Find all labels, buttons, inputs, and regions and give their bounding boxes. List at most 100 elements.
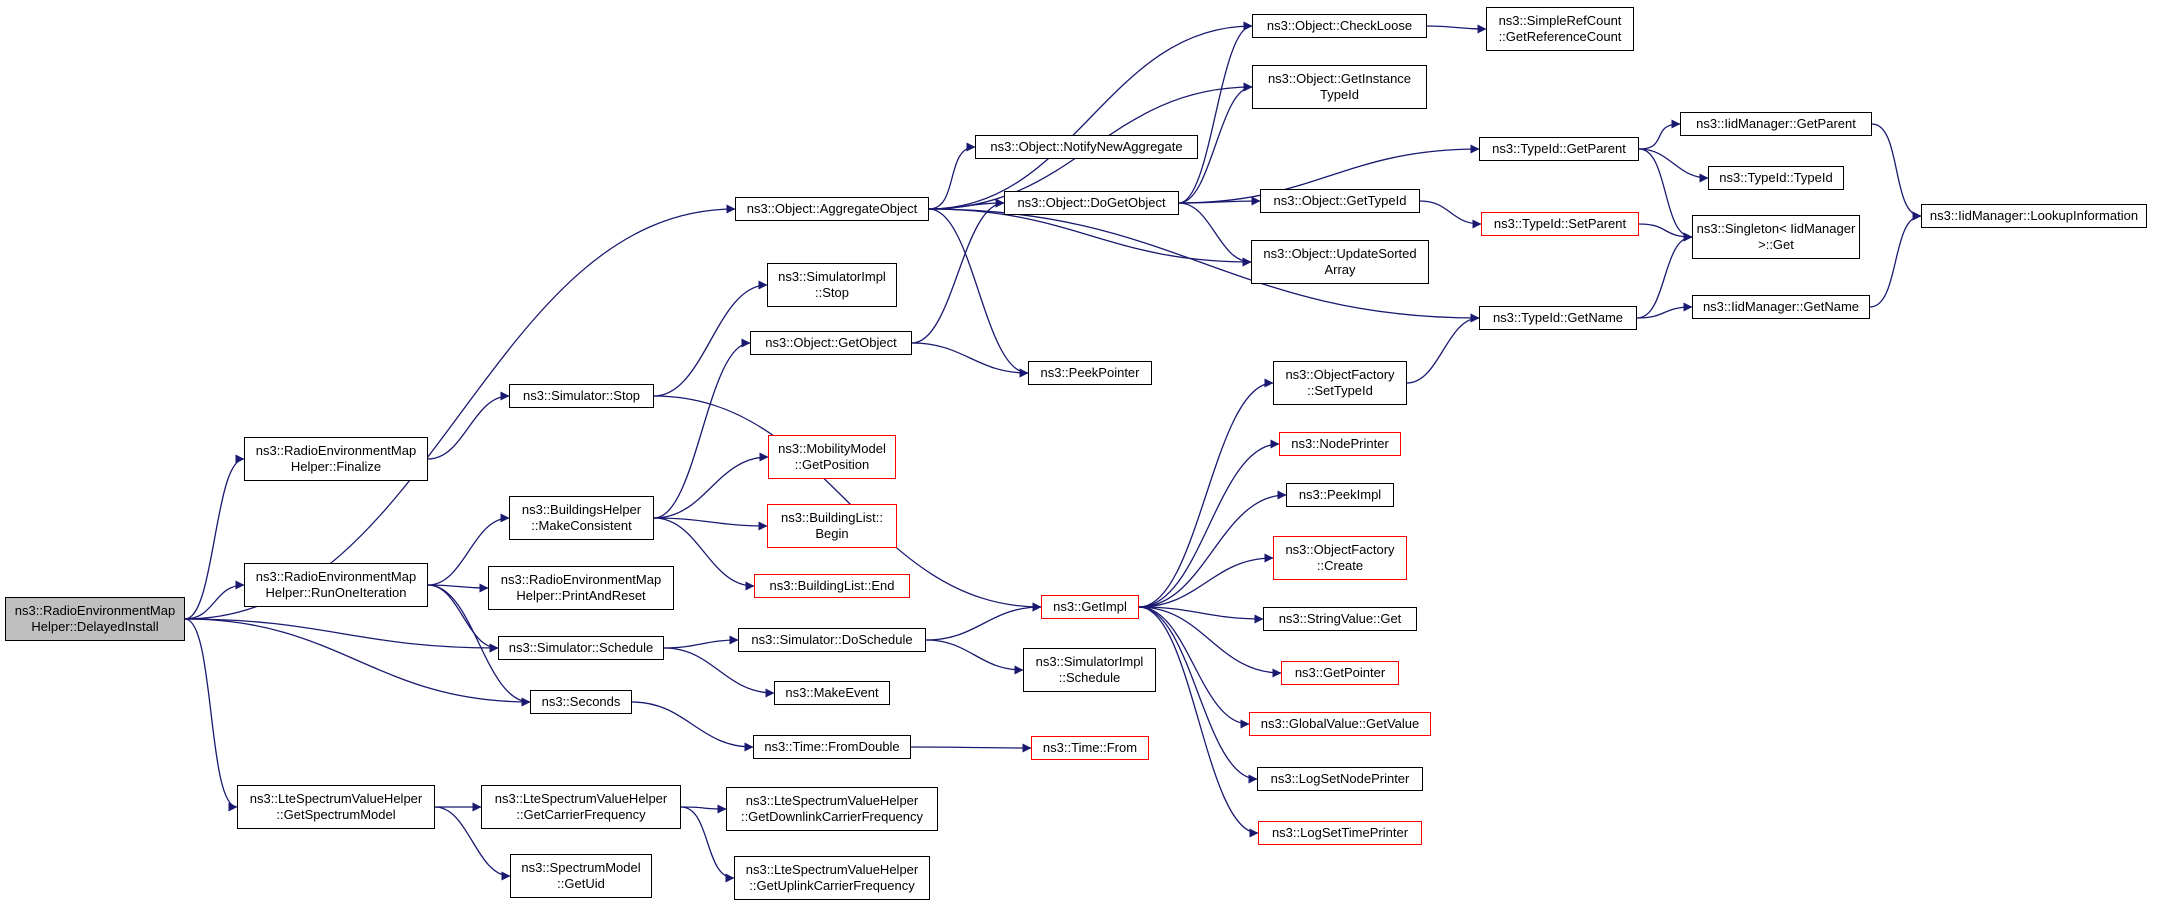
node-simulator-schedule[interactable]: ns3::Simulator::Schedule: [498, 636, 664, 660]
call-edge-make_consistent-to-buildinglist_begin: [653, 517, 768, 531]
node-simulator-stop[interactable]: ns3::Simulator::Stop: [509, 384, 654, 408]
node-label: ns3::Object::DoGetObject: [1017, 195, 1166, 210]
node-simulatorimpl-schedule[interactable]: ns3::SimulatorImpl ::Schedule: [1023, 648, 1156, 692]
call-edge-simulator_schedule-to-do_schedule: [663, 635, 739, 649]
node-notify-new-aggregate[interactable]: ns3::Object::NotifyNewAggregate: [975, 135, 1198, 159]
node-iidmanager-get-name[interactable]: ns3::IidManager::GetName: [1692, 295, 1870, 319]
call-edge-simulator_stop-to-get_impl: [653, 395, 1042, 612]
node-do-schedule[interactable]: ns3::Simulator::DoSchedule: [738, 628, 926, 652]
node-objectfactory-settypeid[interactable]: ns3::ObjectFactory ::SetTypeId: [1273, 361, 1407, 405]
node-stringvalue-get[interactable]: ns3::StringValue::Get: [1263, 607, 1417, 631]
node-label: ns3::BuildingsHelper: [521, 502, 642, 517]
node-label: ns3::Object::UpdateSorted: [1263, 246, 1417, 261]
node-label: ns3::Simulator::Schedule: [508, 640, 654, 655]
node-buildinglist-end[interactable]: ns3::BuildingList::End: [754, 574, 910, 598]
node-aggregate-object[interactable]: ns3::Object::AggregateObject: [735, 197, 929, 221]
node-label: ns3::Object::NotifyNewAggregate: [990, 139, 1183, 154]
node-typeid-get-name[interactable]: ns3::TypeId::GetName: [1479, 306, 1637, 330]
node-label: ns3::IidManager::LookupInformation: [1929, 208, 2139, 223]
node-check-loose[interactable]: ns3::Object::CheckLoose: [1252, 14, 1427, 38]
call-edge-aggregate_object-to-notify_new_aggregate: [928, 142, 976, 210]
call-edge-root-to-aggregate_object: [184, 204, 736, 620]
node-label: Helper::Finalize: [290, 459, 382, 474]
node-update-sorted-array[interactable]: ns3::Object::UpdateSorted Array: [1251, 240, 1429, 284]
node-time-from-double[interactable]: ns3::Time::FromDouble: [753, 735, 911, 759]
node-mobility-get-position[interactable]: ns3::MobilityModel ::GetPosition: [768, 435, 896, 479]
node-label: ::Schedule: [1058, 670, 1121, 685]
node-seconds[interactable]: ns3::Seconds: [530, 690, 632, 714]
node-label: ns3::Simulator::Stop: [522, 388, 641, 403]
node-label: ns3::BuildingList::: [781, 510, 883, 525]
node-buildinglist-begin[interactable]: ns3::BuildingList:: Begin: [767, 504, 897, 548]
node-finalize[interactable]: ns3::RadioEnvironmentMap Helper::Finaliz…: [244, 437, 428, 481]
node-iidmanager-lookup-information[interactable]: ns3::IidManager::LookupInformation: [1921, 204, 2147, 228]
node-label: ns3::MakeEvent: [785, 685, 879, 700]
call-edge-get_object-to-do_get_object: [911, 198, 1005, 344]
call-edge-do_get_object-to-get_instance_typeid: [1178, 82, 1253, 204]
node-typeid-typeid[interactable]: ns3::TypeId::TypeId: [1708, 166, 1844, 190]
call-edge-do_get_object-to-typeid_get_parent: [1178, 144, 1480, 204]
node-run-one-iteration[interactable]: ns3::RadioEnvironmentMap Helper::RunOneI…: [244, 563, 428, 607]
node-label: ::SetTypeId: [1307, 383, 1373, 398]
node-label: ns3::BuildingList::End: [769, 578, 895, 593]
node-label: ns3::GetPointer: [1294, 665, 1386, 680]
call-edge-object_get_typeid-to-typeid_set_parent: [1419, 200, 1482, 229]
node-globalvalue-getvalue[interactable]: ns3::GlobalValue::GetValue: [1249, 712, 1431, 736]
node-label: ns3::Object::GetObject: [765, 335, 897, 350]
node-iidmanager-get-parent[interactable]: ns3::IidManager::GetParent: [1680, 112, 1872, 136]
node-simplerefcount-get-reference-count[interactable]: ns3::SimpleRefCount ::GetReferenceCount: [1486, 7, 1634, 51]
node-label: ns3::Object::AggregateObject: [746, 201, 918, 216]
node-make-event[interactable]: ns3::MakeEvent: [774, 681, 890, 705]
node-node-printer[interactable]: ns3::NodePrinter: [1279, 432, 1401, 456]
node-typeid-set-parent[interactable]: ns3::TypeId::SetParent: [1481, 212, 1639, 236]
node-get-carrier-frequency[interactable]: ns3::LteSpectrumValueHelper ::GetCarrier…: [481, 785, 681, 829]
node-objectfactory-create[interactable]: ns3::ObjectFactory ::Create: [1273, 536, 1407, 580]
node-label: ::GetReferenceCount: [1498, 29, 1622, 44]
node-label: Begin: [815, 526, 849, 541]
node-get-spectrum-model[interactable]: ns3::LteSpectrumValueHelper ::GetSpectru…: [237, 785, 435, 829]
node-make-consistent[interactable]: ns3::BuildingsHelper ::MakeConsistent: [509, 496, 654, 540]
call-edge-do_get_object-to-object_get_typeid: [1178, 196, 1261, 206]
node-print-and-reset[interactable]: ns3::RadioEnvironmentMap Helper::PrintAn…: [488, 566, 674, 610]
node-do-get-object[interactable]: ns3::Object::DoGetObject: [1004, 191, 1179, 215]
node-label: ::GetDownlinkCarrierFrequency: [740, 809, 924, 824]
call-edge-simulator_schedule-to-make_event: [663, 647, 775, 698]
call-edge-typeid_get_parent-to-singleton_get: [1638, 148, 1693, 242]
node-object-get-typeid[interactable]: ns3::Object::GetTypeId: [1260, 189, 1420, 213]
call-edge-aggregate_object-to-update_sorted_array: [928, 208, 1252, 267]
node-label: ::Stop: [815, 285, 849, 300]
call-edge-get_impl-to-get_pointer: [1138, 606, 1282, 678]
call-edge-make_consistent-to-buildinglist_end: [653, 517, 755, 591]
node-label: ns3::Simulator::DoSchedule: [751, 632, 913, 647]
node-get-uplink-carrier-frequency[interactable]: ns3::LteSpectrumValueHelper ::GetUplinkC…: [734, 856, 930, 900]
node-typeid-get-parent[interactable]: ns3::TypeId::GetParent: [1479, 137, 1639, 161]
node-log-set-node-printer[interactable]: ns3::LogSetNodePrinter: [1257, 767, 1423, 791]
node-label: ns3::PeekImpl: [1298, 487, 1382, 502]
node-peek-pointer[interactable]: ns3::PeekPointer: [1028, 361, 1152, 385]
call-edge-get_impl-to-stringvalue_get: [1138, 606, 1264, 624]
node-get-pointer[interactable]: ns3::GetPointer: [1281, 661, 1399, 685]
node-singleton-get[interactable]: ns3::Singleton< IidManager >::Get: [1692, 215, 1860, 259]
node-log-set-time-printer[interactable]: ns3::LogSetTimePrinter: [1258, 821, 1422, 845]
node-peek-impl[interactable]: ns3::PeekImpl: [1286, 483, 1394, 507]
call-edge-get_carrier_frequency-to-get_downlink_freq: [680, 804, 727, 814]
node-delayed-install: ns3::RadioEnvironmentMap Helper::Delayed…: [5, 597, 185, 641]
node-simulatorimpl-stop[interactable]: ns3::SimulatorImpl ::Stop: [767, 263, 897, 307]
node-label: ::Create: [1316, 558, 1364, 573]
node-get-object[interactable]: ns3::Object::GetObject: [750, 331, 912, 355]
node-label: ns3::Object::CheckLoose: [1266, 18, 1413, 33]
node-label: ns3::LogSetTimePrinter: [1271, 825, 1409, 840]
node-label: ns3::SimulatorImpl: [1035, 654, 1144, 669]
node-label: ns3::TypeId::TypeId: [1719, 170, 1833, 185]
node-time-from[interactable]: ns3::Time::From: [1031, 736, 1149, 760]
node-spectrum-get-uid[interactable]: ns3::SpectrumModel ::GetUid: [510, 854, 652, 898]
call-edge-do_schedule-to-simulatorimpl_schedule: [925, 639, 1024, 675]
call-edge-do_get_object-to-check_loose: [1178, 21, 1253, 204]
node-get-downlink-carrier-frequency[interactable]: ns3::LteSpectrumValueHelper ::GetDownlin…: [726, 787, 938, 831]
call-edge-do_get_object-to-update_sorted_array: [1178, 202, 1252, 267]
call-edge-aggregate_object-to-peek_pointer: [928, 208, 1029, 378]
call-edge-get_impl-to-peek_impl: [1138, 490, 1287, 608]
node-label: Helper::DelayedInstall: [31, 619, 159, 634]
node-get-instance-typeid[interactable]: ns3::Object::GetInstance TypeId: [1252, 65, 1427, 109]
node-get-impl[interactable]: ns3::GetImpl: [1041, 595, 1139, 619]
